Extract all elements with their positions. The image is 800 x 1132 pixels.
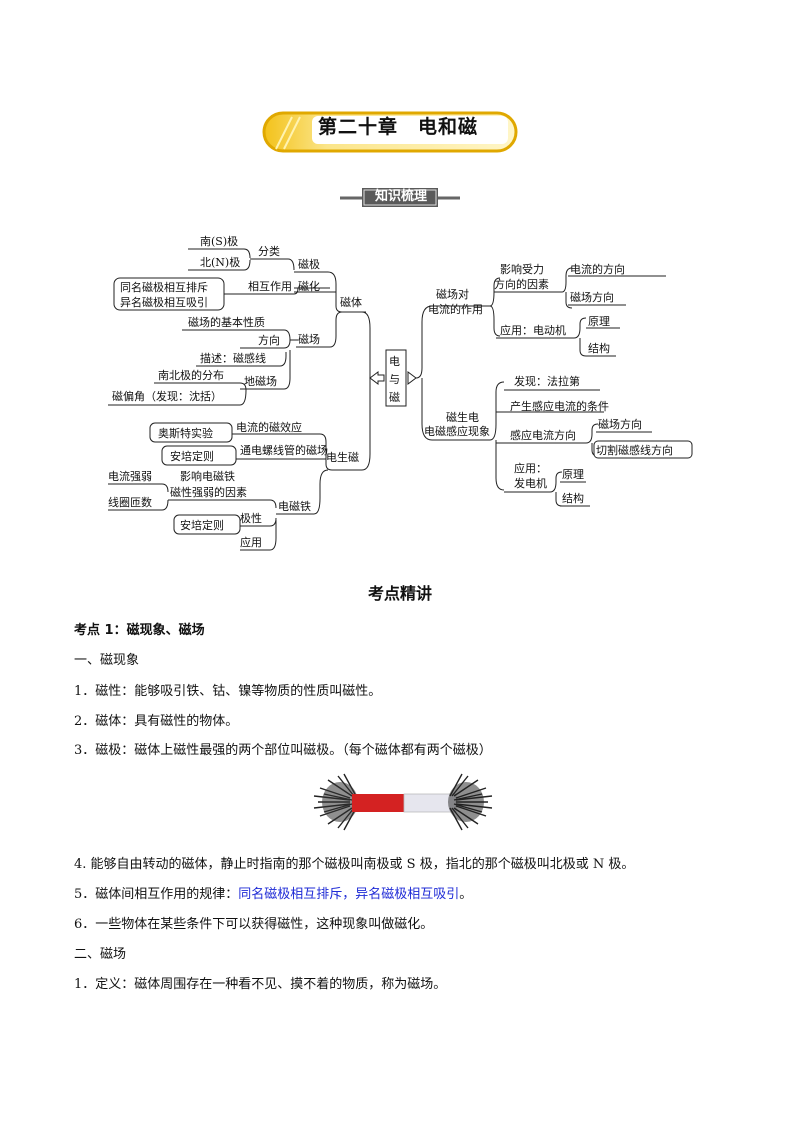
mm-ampere-rule-1: [161, 445, 237, 466]
mm-factors-1: 影响受力: [500, 263, 544, 276]
mm-earth-field: 地磁场: [244, 374, 277, 388]
mm-motor-principle: 原理: [588, 315, 610, 328]
mm-generator-principle: 原理: [562, 468, 584, 481]
paragraph-5: 5．磁体间相互作用的规律：同名磁极相互排斥，异名磁极相互吸引。: [74, 886, 472, 904]
mm-interaction: 相互作用: [248, 280, 292, 293]
knowledge-mind-map: 南(S)极 北(N)极 分类 磁极 同名磁极相互排斥 异名磁极相互吸引 相互作用…: [108, 234, 693, 551]
mm-classify: 分类: [258, 244, 280, 258]
paragraph-2: 2．磁体：具有磁性的物体。: [74, 714, 239, 729]
mm-affect-strength: 影响电磁铁: [180, 470, 235, 483]
mm-factors-2: 方向的因素: [494, 277, 549, 291]
magnet-south-half: [352, 794, 404, 812]
mm-motor-structure: 结构: [588, 341, 610, 355]
mm-opposite-attract-text: 异名磁极相互吸引: [120, 295, 208, 309]
mm-affect-strength-2: 磁性强弱的因素: [170, 485, 247, 499]
mm-electricity-to-magnetism: 电生磁: [326, 450, 359, 464]
mm-induction-label-2: 电磁感应现象: [424, 424, 490, 438]
mm-declination: 磁偏角（发现：沈括）: [112, 389, 222, 403]
mm-same-repel-text: 同名磁极相互排斥: [120, 280, 208, 294]
mm-magnetic-field: 磁场: [298, 332, 320, 346]
paragraph-3: 3．磁极：磁体上磁性最强的两个部位叫磁极。（每个磁体都有两个磁极）: [74, 743, 492, 758]
mm-condition: 产生感应电流的条件: [510, 399, 609, 413]
mm-cut-direction-text: 切割磁感线方向: [596, 443, 673, 457]
mm-generator-1: 应用：: [514, 461, 547, 475]
mm-describe: 描述：磁感线: [200, 351, 266, 365]
mm-north-pole: 北(N)极: [200, 255, 240, 269]
mm-induced-direction: 感应电流方向: [510, 428, 576, 442]
chapter-banner: [262, 111, 518, 153]
mm-ampere-rule-2: [173, 514, 241, 535]
paragraph-6: 6．一些物体在某些条件下可以获得磁性，这种现象叫做磁化。: [74, 917, 434, 932]
mm-polarity: 极性: [240, 511, 262, 525]
mm-magnetic-pole: 磁极: [298, 257, 320, 271]
mm-direction: 方向: [258, 333, 280, 347]
paragraph-7: 1．定义：磁体周围存在一种看不见、摸不着的物质，称为磁场。: [74, 977, 447, 992]
mm-application-left: 应用: [240, 535, 262, 549]
mm-south-pole: 南(S)极: [200, 234, 238, 248]
mm-force-label-1: 磁场对: [436, 287, 469, 301]
mm-center: 电: [389, 355, 400, 368]
iron-filings-right: [449, 773, 493, 831]
knowledge-tag-label: 知识梳理: [374, 189, 427, 204]
paragraph-1: 1．磁性：能够吸引铁、钴、镍等物质的性质叫磁性。: [74, 684, 382, 699]
paragraph-5-suffix: 。: [459, 887, 473, 902]
mm-ns-distribution: 南北极的分布: [158, 368, 224, 382]
mm-ampere-rule-2-text: 安培定则: [180, 518, 224, 532]
mm-faraday: 发现：法拉第: [514, 374, 580, 388]
mm-current-strength: 电流强弱: [108, 469, 152, 483]
paragraph-4: 4. 能够自由转动的磁体，静止时指南的那个磁极叫南极或 S 极，指北的那个磁极叫…: [74, 857, 635, 872]
mm-magnetize: 磁化: [298, 279, 320, 293]
knowledge-tag-frame: [340, 188, 460, 207]
mm-basic-property: 磁场的基本性质: [188, 315, 265, 329]
subheading-1: 一、磁现象: [74, 653, 140, 668]
paragraph-5-prefix: 5．磁体间相互作用的规律：: [74, 887, 239, 902]
mm-left-arrow: [369, 371, 385, 385]
mm-solenoid-field: 通电螺线管的磁场: [240, 443, 328, 457]
mm-ampere-rule-1-text: 安培定则: [170, 449, 214, 463]
mm-motor: 应用：电动机: [500, 323, 566, 337]
mm-center-2: 与: [389, 373, 400, 386]
mm-electromagnet: 电磁铁: [278, 500, 311, 513]
section-heading: 考点精讲: [367, 584, 432, 603]
mm-force-label-2: 电流的作用: [428, 302, 483, 316]
mm-induction-label-1: 磁生电: [446, 410, 479, 424]
mm-current-direction: 电流的方向: [570, 262, 625, 276]
mm-cut-direction: [593, 440, 693, 459]
mm-right-arrow: [407, 371, 417, 385]
mm-magnet: 磁体: [340, 295, 362, 309]
mm-induction-field-dir: 磁场方向: [598, 417, 642, 431]
mm-field-direction: 磁场方向: [570, 290, 614, 304]
mm-generator-2: 发电机: [514, 476, 547, 490]
mm-generator-structure: 结构: [562, 491, 584, 505]
paragraph-5-highlight: 同名磁极相互排斥，异名磁极相互吸引: [238, 887, 460, 902]
mm-center-box: [385, 349, 407, 407]
subheading-2: 二、磁场: [74, 947, 127, 962]
chapter-title: 第二十章 电和磁: [318, 116, 479, 138]
mm-center-3: 磁: [389, 391, 400, 404]
mm-oersted: [149, 422, 233, 443]
mm-oersted-text: 奥斯特实验: [158, 426, 213, 440]
mm-coil-turns: 线圈匝数: [108, 495, 152, 509]
bar-magnet-illustration: [313, 773, 493, 831]
mm-current-effect: 电流的磁效应: [236, 420, 302, 434]
topic-heading: 考点 1：磁现象、磁场: [74, 623, 205, 638]
